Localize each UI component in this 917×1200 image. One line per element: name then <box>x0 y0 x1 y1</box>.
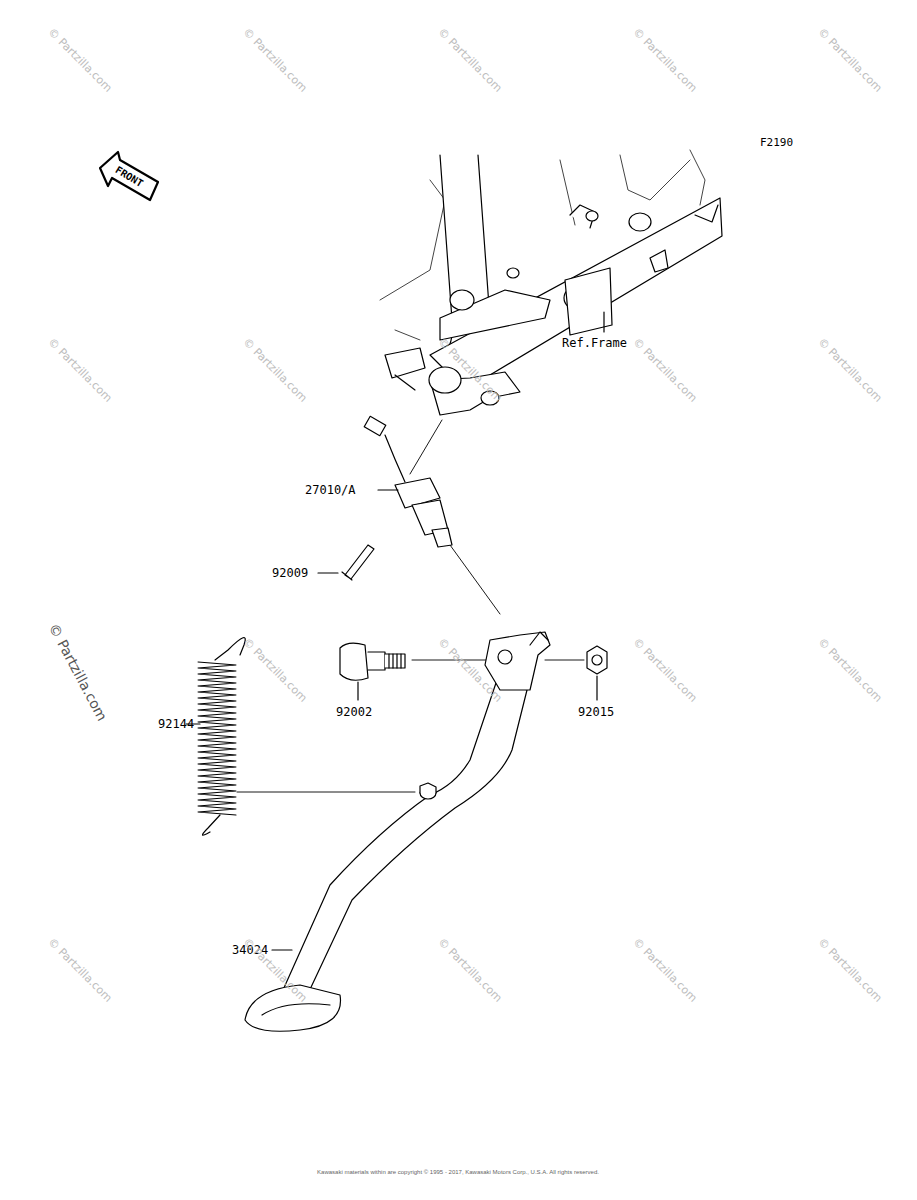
callout-number: 92002 <box>336 706 372 718</box>
screw <box>342 545 374 580</box>
watermark: © Partzilla.com <box>46 621 109 723</box>
watermark: © Partzilla.com <box>241 336 309 404</box>
leader-line <box>378 489 398 490</box>
nut <box>587 646 607 674</box>
side-stand-switch <box>364 416 452 547</box>
frame <box>385 155 722 415</box>
callout-number: 92015 <box>578 706 614 718</box>
watermark: © Partzilla.com <box>46 26 114 94</box>
reference-label: Ref.Frame <box>562 337 627 349</box>
watermark: © Partzilla.com <box>436 26 504 94</box>
watermark: © Partzilla.com <box>816 336 884 404</box>
watermark: © Partzilla.com <box>436 936 504 1004</box>
callout-number: 92144 <box>158 718 194 730</box>
leader-line <box>603 312 604 332</box>
leader-line <box>357 682 358 700</box>
copyright-note: Kawasaki materials within are copyright … <box>317 1169 599 1175</box>
watermark: © Partzilla.com <box>816 26 884 94</box>
front-arrow <box>100 152 158 200</box>
watermark: © Partzilla.com <box>816 936 884 1004</box>
watermark: © Partzilla.com <box>631 336 699 404</box>
callout-number: 27010/A <box>305 484 356 496</box>
leader-line <box>318 572 338 573</box>
guide-line <box>237 420 584 792</box>
watermark: © Partzilla.com <box>816 636 884 704</box>
leader-line <box>272 949 292 950</box>
watermark: © Partzilla.com <box>631 936 699 1004</box>
spring <box>198 638 245 836</box>
watermark: © Partzilla.com <box>631 636 699 704</box>
watermark: © Partzilla.com <box>241 636 309 704</box>
callout-number: 92009 <box>272 567 308 579</box>
watermark: © Partzilla.com <box>46 336 114 404</box>
figure-number: F2190 <box>760 137 793 148</box>
watermark: © Partzilla.com <box>631 26 699 94</box>
spring-coil <box>198 662 236 815</box>
leader-line <box>596 676 597 700</box>
watermark: © Partzilla.com <box>46 936 114 1004</box>
watermark: © Partzilla.com <box>241 26 309 94</box>
pivot-bolt <box>340 643 405 680</box>
